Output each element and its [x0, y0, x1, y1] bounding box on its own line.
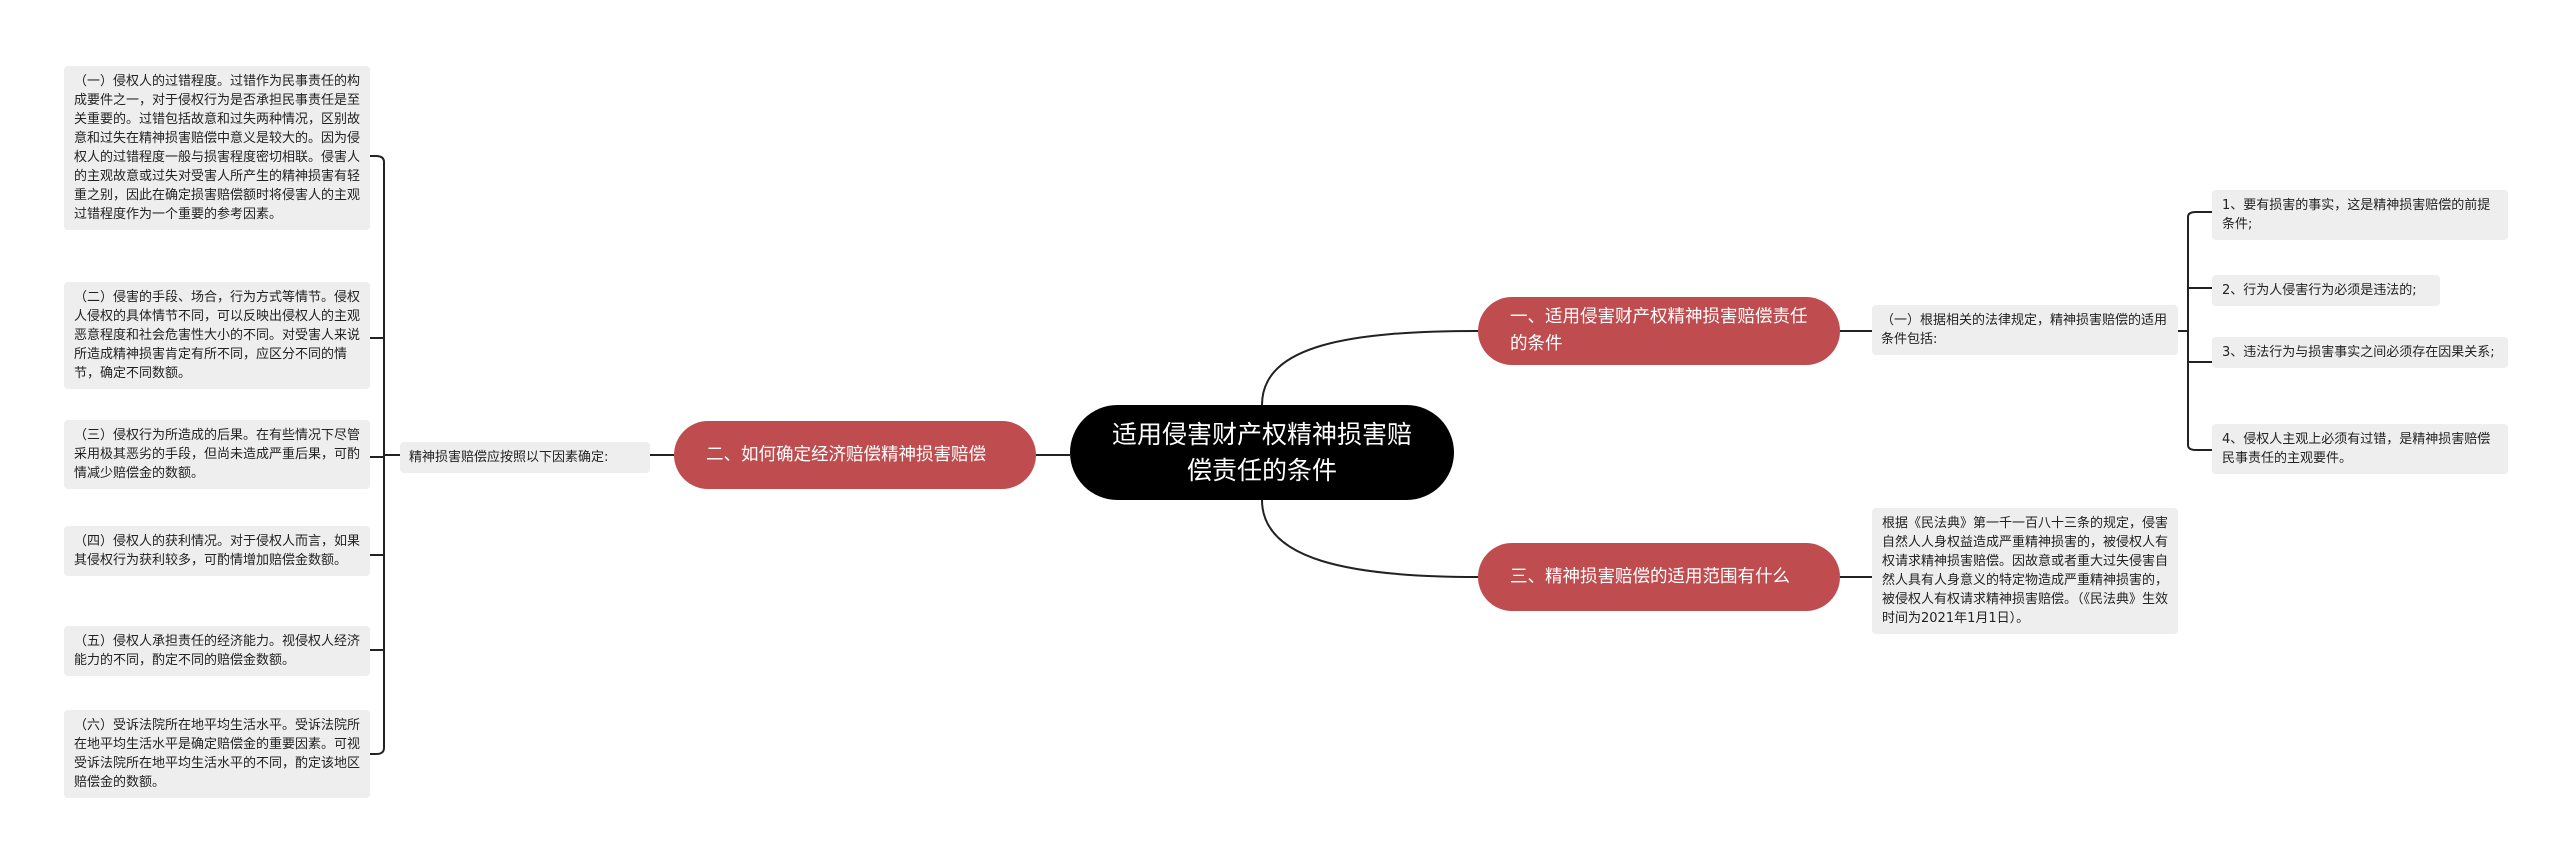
branch-scope-label: 三、精神损害赔偿的适用范围有什么 — [1510, 566, 1790, 587]
condition-item-2-text: 2、行为人侵害行为必须是违法的; — [2222, 283, 2417, 298]
branch-determine-compensation[interactable]: 二、如何确定经济赔偿精神损害赔偿 — [674, 421, 1036, 489]
root-topic[interactable]: 适用侵害财产权精神损害赔偿责任的条件 — [1070, 405, 1454, 500]
factor-item-2: （二）侵害的手段、场合，行为方式等情节。侵权人侵权的具体情节不同，可以反映出侵权… — [64, 282, 370, 389]
factor-item-1: （一）侵权人的过错程度。过错作为民事责任的构成要件之一，对于侵权行为是否承担民事… — [64, 66, 370, 230]
root-title: 适用侵害财产权精神损害赔偿责任的条件 — [1111, 419, 1412, 485]
factor-item-1-text: （一）侵权人的过错程度。过错作为民事责任的构成要件之一，对于侵权行为是否承担民事… — [74, 74, 361, 222]
branch-conditions[interactable]: 一、适用侵害财产权精神损害赔偿责任的条件 — [1478, 297, 1840, 365]
conditions-intro: （一）根据相关的法律规定，精神损害赔偿的适用条件包括: — [1872, 305, 2178, 355]
factor-item-4: （四）侵权人的获利情况。对于侵权人而言，如果其侵权行为获利较多，可酌情增加赔偿金… — [64, 526, 370, 576]
factor-item-6-text: （六）受诉法院所在地平均生活水平。受诉法院所在地平均生活水平是确定赔偿金的重要因… — [74, 718, 361, 790]
condition-item-2: 2、行为人侵害行为必须是违法的; — [2212, 275, 2440, 306]
factor-item-5: （五）侵权人承担责任的经济能力。视侵权人经济能力的不同，酌定不同的赔偿金数额。 — [64, 626, 370, 676]
conditions-intro-text: （一）根据相关的法律规定，精神损害赔偿的适用条件包括: — [1881, 313, 2168, 347]
scope-detail: 根据《民法典》第一千一百八十三条的规定，侵害自然人人身权益造成严重精神损害的，被… — [1872, 508, 2178, 634]
factor-item-5-text: （五）侵权人承担责任的经济能力。视侵权人经济能力的不同，酌定不同的赔偿金数额。 — [74, 634, 361, 668]
condition-item-4: 4、侵权人主观上必须有过错，是精神损害赔偿民事责任的主观要件。 — [2212, 424, 2508, 474]
factor-item-6: （六）受诉法院所在地平均生活水平。受诉法院所在地平均生活水平是确定赔偿金的重要因… — [64, 710, 370, 798]
factor-item-3-text: （三）侵权行为所造成的后果。在有些情况下尽管采用极其恶劣的手段，但尚未造成严重后… — [74, 428, 361, 481]
branch-determine-compensation-label: 二、如何确定经济赔偿精神损害赔偿 — [706, 444, 986, 465]
factor-item-3: （三）侵权行为所造成的后果。在有些情况下尽管采用极其恶劣的手段，但尚未造成严重后… — [64, 420, 370, 489]
branch-conditions-label: 一、适用侵害财产权精神损害赔偿责任的条件 — [1510, 307, 1808, 354]
factor-item-2-text: （二）侵害的手段、场合，行为方式等情节。侵权人侵权的具体情节不同，可以反映出侵权… — [74, 290, 361, 381]
factor-item-4-text: （四）侵权人的获利情况。对于侵权人而言，如果其侵权行为获利较多，可酌情增加赔偿金… — [74, 534, 361, 568]
condition-item-3: 3、违法行为与损害事实之间必须存在因果关系; — [2212, 337, 2508, 368]
factors-intro-text: 精神损害赔偿应按照以下因素确定: — [409, 450, 609, 465]
condition-item-1: 1、要有损害的事实，这是精神损害赔偿的前提条件; — [2212, 190, 2508, 240]
factors-intro: 精神损害赔偿应按照以下因素确定: — [400, 442, 650, 473]
condition-item-3-text: 3、违法行为与损害事实之间必须存在因果关系; — [2222, 345, 2495, 360]
branch-scope[interactable]: 三、精神损害赔偿的适用范围有什么 — [1478, 543, 1840, 611]
condition-item-1-text: 1、要有损害的事实，这是精神损害赔偿的前提条件; — [2222, 198, 2491, 232]
scope-detail-text: 根据《民法典》第一千一百八十三条的规定，侵害自然人人身权益造成严重精神损害的，被… — [1882, 516, 2169, 626]
condition-item-4-text: 4、侵权人主观上必须有过错，是精神损害赔偿民事责任的主观要件。 — [2222, 432, 2491, 466]
